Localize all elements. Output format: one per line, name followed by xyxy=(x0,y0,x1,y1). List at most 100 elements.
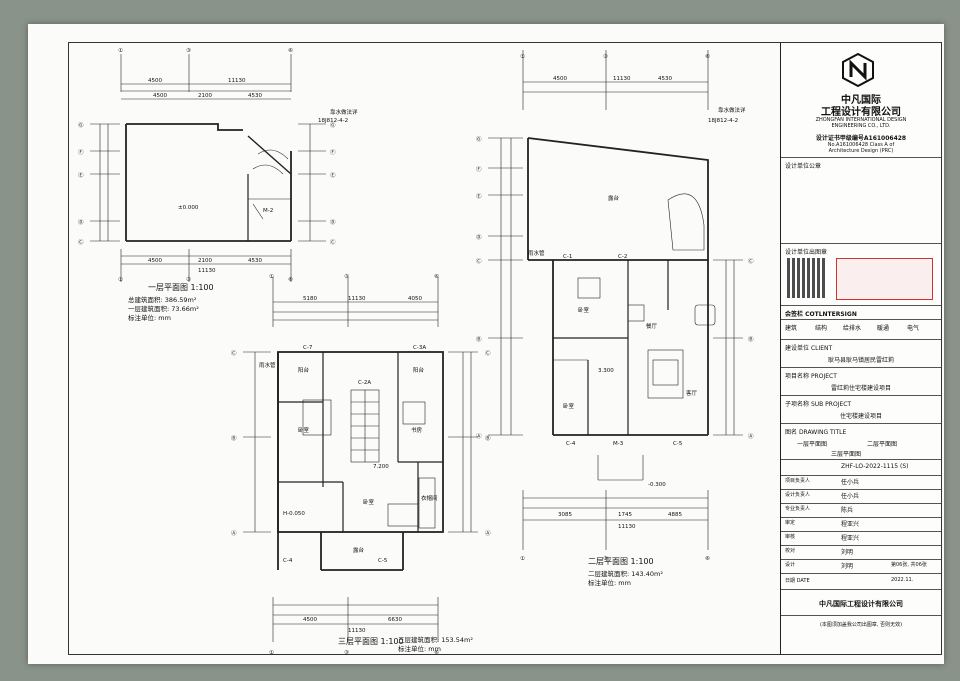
plan-1-scale: 1:100 xyxy=(190,283,214,292)
p2-ref: 18J812-4-2 xyxy=(708,118,738,124)
person-4: 程亚兴 xyxy=(841,535,860,542)
p2-unit-value: mm xyxy=(618,579,631,587)
p3-dim-b1: 4500 xyxy=(303,617,317,623)
svg-text:①: ① xyxy=(520,556,525,562)
p2-door-c1: C-1 xyxy=(563,254,572,260)
p3-door-h: H-0.050 xyxy=(283,511,305,517)
svg-text:①: ① xyxy=(269,274,274,280)
p2-dim-total: 11130 xyxy=(613,76,631,82)
svg-text:③: ③ xyxy=(603,54,608,60)
p2-room-living: 客厅 xyxy=(686,389,698,397)
person-0: 任小兵 xyxy=(841,479,860,486)
p1-dim-bot-1: 4500 xyxy=(148,258,162,264)
p3-room-bed1: 卧室 xyxy=(298,426,310,434)
p3-area-label: 三层建筑面积: xyxy=(398,636,440,644)
p3-door-c2a: C-2A xyxy=(358,380,371,386)
svg-text:Ⓓ: Ⓓ xyxy=(78,218,84,226)
svg-text:Ⓓ: Ⓓ xyxy=(476,233,482,241)
p2-level: 3.300 xyxy=(598,368,614,374)
svg-text:Ⓔ: Ⓔ xyxy=(330,171,336,179)
p1-area-value: 386.59m² xyxy=(164,296,197,304)
p3-door-c7: C-7 xyxy=(303,345,313,351)
svg-text:Ⓐ: Ⓐ xyxy=(485,529,491,537)
discipline-plumb: 给排水 xyxy=(843,325,862,332)
role-4: 审核 xyxy=(785,534,796,540)
stamp-2: 设计单位出图章 xyxy=(785,249,828,256)
p3-room-study: 书房 xyxy=(411,426,423,434)
cert-en-2: Architecture Design (PRC) xyxy=(828,148,894,154)
p1-ref: 18J812-4-2 xyxy=(318,118,348,124)
p1-dim-top-1: 4500 xyxy=(148,78,162,84)
svg-text:Ⓕ: Ⓕ xyxy=(78,148,84,156)
p2-door-c5: C-5 xyxy=(673,441,683,447)
project-name: 雷红莉住宅楼建设项目 xyxy=(830,385,891,392)
svg-text:Ⓐ: Ⓐ xyxy=(231,529,237,537)
stamp-seal xyxy=(836,258,933,300)
p3-room-balcony1: 阳台 xyxy=(298,366,310,374)
drawing-no: ZHF-LO-2022-1115 (S) xyxy=(841,463,909,470)
svg-text:Ⓖ: Ⓖ xyxy=(78,121,84,129)
p3-room-closet: 衣帽间 xyxy=(421,494,438,502)
role-1: 设计负责人 xyxy=(785,492,811,498)
p3-area-value: 153.54m² xyxy=(441,636,473,644)
plan-3-scale: 1:100 xyxy=(380,637,404,646)
date-value: 2022.11. xyxy=(891,577,914,583)
footer-note: (本图须加盖我公司出图章, 否则无效) xyxy=(819,622,903,628)
drawing-name-1: 一层平面图 xyxy=(797,441,828,448)
p2-stair-note: 靠水做法详 xyxy=(718,106,746,114)
person-5: 刘明 xyxy=(841,549,854,556)
svg-text:Ⓖ: Ⓖ xyxy=(476,135,482,143)
project-label: 项目名称 xyxy=(785,373,810,380)
p2-door-m3: M-3 xyxy=(613,441,624,447)
p2-pipe: 雨水管 xyxy=(528,249,545,257)
svg-text:⑥: ⑥ xyxy=(434,650,439,656)
p1-dim-total: 11130 xyxy=(228,78,246,84)
svg-text:⑥: ⑥ xyxy=(434,274,439,280)
p3-dim-btotal: 11130 xyxy=(348,628,366,634)
person-2: 陈兵 xyxy=(841,507,854,514)
p1-dim-bot-2: 2100 xyxy=(198,258,212,264)
p2-unit-label: 标注单位: xyxy=(588,579,617,587)
discipline-elec: 电气 xyxy=(907,325,920,332)
svg-text:Ⓒ: Ⓒ xyxy=(330,238,336,246)
p1-door: M-2 xyxy=(263,208,273,214)
svg-text:③: ③ xyxy=(186,48,191,54)
p3-door-c3a: C-3A xyxy=(413,345,426,351)
p2-door-c2: C-2 xyxy=(618,254,627,260)
svg-text:Ⓓ: Ⓓ xyxy=(330,218,336,226)
sheet-no: 第06张, 共06张 xyxy=(891,562,927,568)
title-block: 中凡国际 工程设计有限公司 ZHONGFAN INTERNATIONAL DES… xyxy=(780,42,942,655)
svg-text:Ⓒ: Ⓒ xyxy=(485,349,491,357)
plan-2-title: 二层平面图 xyxy=(588,557,628,566)
p1-dim-bot-total: 11130 xyxy=(198,268,216,274)
p2-area-value: 143.40m² xyxy=(631,570,663,578)
p1-floor-area-label: 一层建筑面积: xyxy=(128,305,170,313)
p3-dim-total: 11130 xyxy=(348,296,366,302)
p2-dim-b1: 3085 xyxy=(558,512,572,518)
cert-label: 设计证书甲级编号A161006428 xyxy=(815,135,907,142)
p3-dim-1: 5180 xyxy=(303,296,317,302)
svg-text:Ⓐ: Ⓐ xyxy=(748,432,754,440)
p2-dim-1: 4500 xyxy=(553,76,567,82)
p3-unit-value: mm xyxy=(428,645,441,653)
svg-text:⑥: ⑥ xyxy=(288,277,293,283)
sub-en: SUB PROJECT xyxy=(810,401,852,408)
p3-room-terrace: 露台 xyxy=(353,546,365,554)
p3-dim-3: 4050 xyxy=(408,296,422,302)
p3-room-bed2: 卧室 xyxy=(363,498,375,506)
p1-unit-label: 标注单位: xyxy=(128,314,157,322)
company-logo-icon xyxy=(842,53,874,87)
p1-dim-top-4: 4530 xyxy=(248,93,262,99)
discipline-arch: 建筑 xyxy=(785,325,798,332)
svg-text:Ⓔ: Ⓔ xyxy=(78,171,84,179)
p3-door-c5: C-5 xyxy=(378,558,388,564)
p3-door-c4: C-4 xyxy=(283,558,293,564)
svg-text:Ⓑ: Ⓑ xyxy=(485,434,491,442)
p3-level: 7.200 xyxy=(373,464,389,470)
svg-text:Ⓕ: Ⓕ xyxy=(476,165,482,173)
discipline-hvac: 暖通 xyxy=(877,325,890,332)
svg-text:Ⓑ: Ⓑ xyxy=(748,335,754,343)
person-3: 程亚兴 xyxy=(841,521,860,528)
plan-1-title: 一层平面图 xyxy=(148,283,188,292)
svg-text:①: ① xyxy=(118,48,123,54)
